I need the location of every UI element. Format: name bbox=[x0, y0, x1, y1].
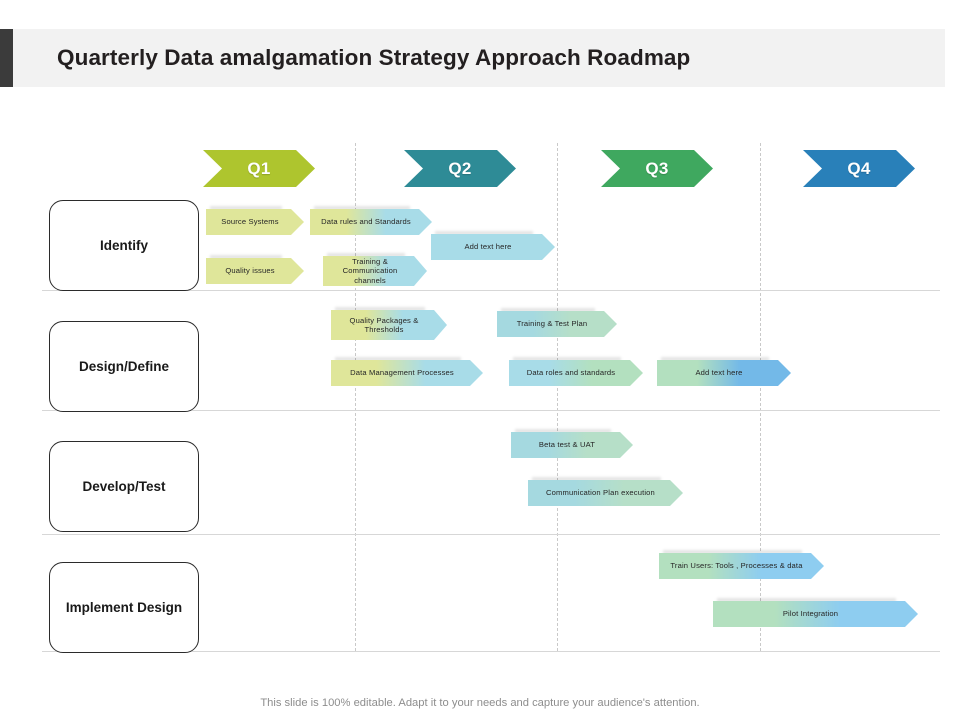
quarter-chip-q4[interactable]: Q4 bbox=[803, 150, 915, 187]
task-bar[interactable]: Pilot Integration bbox=[713, 601, 918, 627]
task-bar-label: Beta test & UAT bbox=[538, 440, 596, 450]
phase-label-identify[interactable]: Identify bbox=[49, 200, 199, 291]
task-bar-label: Data rules and Standards bbox=[321, 217, 411, 227]
quarter-divider-1 bbox=[355, 143, 356, 651]
task-bar-label: Source Systems bbox=[221, 217, 279, 227]
quarter-chip-q3[interactable]: Q3 bbox=[601, 150, 713, 187]
task-bar-label: Pilot Integration bbox=[782, 609, 839, 619]
task-bar[interactable]: Add text here bbox=[431, 234, 555, 260]
task-bar[interactable]: Train Users: Tools , Processes & data bbox=[659, 553, 824, 579]
task-bar[interactable]: Communication Plan execution bbox=[528, 480, 683, 506]
task-bar-label: Data roles and standards bbox=[526, 368, 616, 378]
quarter-chip-q1[interactable]: Q1 bbox=[203, 150, 315, 187]
task-bar-label: Quality Packages &Thresholds bbox=[349, 315, 419, 334]
row-divider-2 bbox=[42, 410, 940, 411]
task-bar[interactable]: Source Systems bbox=[206, 209, 304, 235]
phase-label-develop-test[interactable]: Develop/Test bbox=[49, 441, 199, 532]
task-bar-label: Add text here bbox=[464, 242, 512, 252]
task-bar[interactable]: Beta test & UAT bbox=[511, 432, 633, 458]
page-title: Quarterly Data amalgamation Strategy App… bbox=[57, 45, 691, 70]
quarter-divider-3 bbox=[760, 143, 761, 651]
task-bar[interactable]: Quality issues bbox=[206, 258, 304, 284]
task-bar[interactable]: Training & Test Plan bbox=[497, 311, 617, 337]
task-bar[interactable]: Data rules and Standards bbox=[310, 209, 432, 235]
slide-footer-note: This slide is 100% editable. Adapt it to… bbox=[260, 697, 700, 709]
task-bar-label: Training &Communication channels bbox=[342, 256, 398, 285]
task-bar-label: Communication Plan execution bbox=[546, 488, 655, 498]
task-bar-label: Add text here bbox=[695, 368, 743, 378]
row-divider-3 bbox=[42, 534, 940, 535]
quarter-chip-q2[interactable]: Q2 bbox=[404, 150, 516, 187]
task-bar-label: Quality issues bbox=[225, 266, 275, 276]
title-band: Quarterly Data amalgamation Strategy App… bbox=[0, 29, 945, 87]
title-accent-bar bbox=[0, 29, 13, 87]
task-bar[interactable]: Data roles and standards bbox=[509, 360, 643, 386]
task-bar-label: Data Management Processes bbox=[350, 368, 454, 378]
quarter-divider-2 bbox=[557, 143, 558, 651]
task-bar[interactable]: Quality Packages &Thresholds bbox=[331, 310, 447, 340]
task-bar[interactable]: Add text here bbox=[657, 360, 791, 386]
phase-label-design-define[interactable]: Design/Define bbox=[49, 321, 199, 412]
row-divider-1 bbox=[42, 290, 940, 291]
row-divider-4 bbox=[42, 651, 940, 652]
phase-label-implement-design[interactable]: Implement Design bbox=[49, 562, 199, 653]
task-bar-label: Train Users: Tools , Processes & data bbox=[670, 561, 803, 571]
task-bar[interactable]: Training &Communication channels bbox=[323, 256, 427, 286]
task-bar-label: Training & Test Plan bbox=[516, 319, 588, 329]
task-bar[interactable]: Data Management Processes bbox=[331, 360, 483, 386]
